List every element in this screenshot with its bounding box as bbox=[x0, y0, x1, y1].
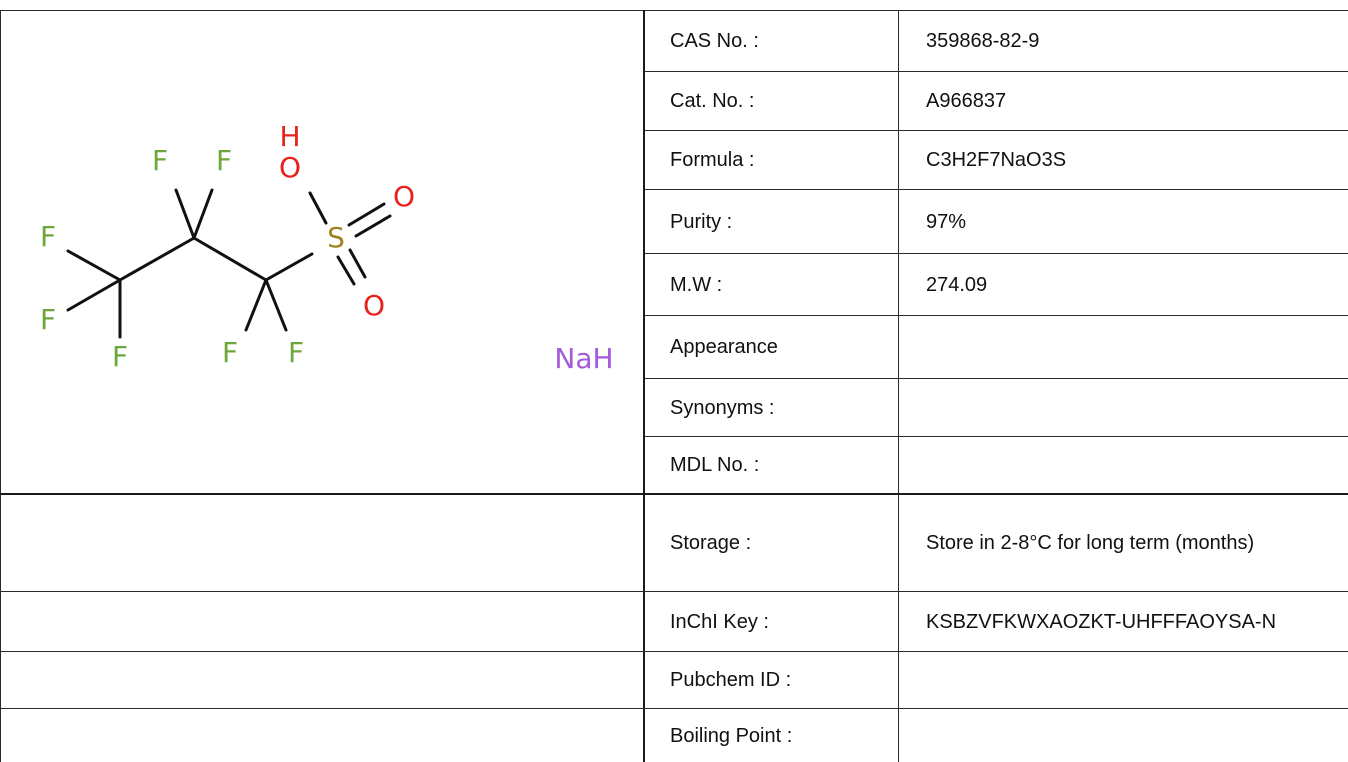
bond-s-o-double bbox=[336, 255, 356, 286]
table-left-border bbox=[0, 10, 1, 762]
formula-label: Formula : bbox=[670, 149, 755, 171]
row-divider bbox=[0, 708, 1348, 709]
mdl-number-label: MDL No. : bbox=[670, 454, 760, 476]
table-top-border bbox=[0, 10, 1348, 11]
image-column-divider bbox=[643, 10, 645, 762]
cas-number-label: CAS No. : bbox=[670, 30, 759, 52]
storage-label: Storage : bbox=[670, 532, 752, 554]
pubchem-id-value bbox=[926, 652, 1346, 708]
atom-h-label: H bbox=[279, 120, 300, 153]
storage-value: Store in 2-8°C for long term (months) bbox=[926, 532, 1255, 554]
chemical-structure-image: H O O O S F F F F F F F NaH bbox=[40, 120, 614, 375]
synonyms-label: Synonyms : bbox=[670, 396, 775, 419]
bond-s-o-double bbox=[348, 248, 367, 279]
atom-f-label: F bbox=[222, 336, 238, 369]
row-divider bbox=[0, 651, 1348, 652]
bond-c3-f bbox=[244, 278, 268, 332]
row-divider bbox=[644, 71, 1348, 72]
catalog-number-label: Cat. No. : bbox=[670, 90, 755, 112]
row-divider bbox=[644, 253, 1348, 254]
row-divider bbox=[644, 436, 1348, 437]
appearance-value bbox=[926, 316, 1346, 378]
bond-c1-c2 bbox=[118, 236, 196, 282]
boiling-point-label: Boiling Point : bbox=[670, 724, 793, 747]
appearance-label: Appearance bbox=[670, 336, 778, 358]
bond-c2-f bbox=[174, 188, 196, 240]
atom-f-label: F bbox=[216, 144, 232, 177]
mdl-number-value bbox=[926, 437, 1346, 493]
atom-f-label: F bbox=[152, 144, 168, 177]
bond-c3-s bbox=[264, 252, 314, 282]
bond-c1-f bbox=[66, 249, 122, 282]
bond-s-o-double bbox=[354, 214, 392, 238]
molecular-weight-value: 274.09 bbox=[926, 273, 988, 296]
catalog-number-value: A966837 bbox=[926, 90, 1007, 112]
atom-s-label: S bbox=[327, 221, 345, 254]
bond-c3-f bbox=[264, 278, 288, 332]
inchi-key-value: KSBZVFKWXAOZKT-UHFFFAOYSA-N bbox=[926, 610, 1277, 633]
synonyms-value bbox=[926, 379, 1346, 436]
atom-f-label: F bbox=[40, 303, 56, 336]
row-divider bbox=[644, 130, 1348, 131]
row-divider-structure-bottom bbox=[0, 493, 1348, 495]
structure-bonds bbox=[66, 188, 392, 339]
boiling-point-value bbox=[926, 709, 1346, 762]
bond-s-o-double bbox=[347, 202, 386, 227]
purity-value: 97% bbox=[926, 210, 967, 233]
inchi-key-label: InChI Key : bbox=[670, 610, 769, 633]
bond-s-oh bbox=[308, 191, 328, 225]
row-divider bbox=[644, 378, 1348, 379]
molecular-weight-label: M.W : bbox=[670, 273, 723, 296]
row-divider bbox=[644, 189, 1348, 190]
cas-number-value: 359868-82-9 bbox=[926, 30, 1040, 52]
atom-f-label: F bbox=[112, 340, 128, 373]
row-divider bbox=[644, 315, 1348, 316]
atom-f-label: F bbox=[40, 220, 56, 253]
row-divider bbox=[0, 591, 1348, 592]
atom-o-label: O bbox=[393, 180, 415, 213]
atom-f-label: F bbox=[288, 336, 304, 369]
bond-c2-f bbox=[192, 188, 214, 240]
pubchem-id-label: Pubchem ID : bbox=[670, 669, 792, 691]
bond-c2-c3 bbox=[192, 236, 268, 282]
atom-o-label: O bbox=[363, 289, 385, 322]
counterion-nah-label: NaH bbox=[554, 342, 613, 375]
purity-label: Purity : bbox=[670, 210, 733, 233]
atom-o-hydroxyl-label: O bbox=[279, 151, 301, 184]
label-column-divider bbox=[898, 10, 899, 762]
formula-value: C3H2F7NaO3S bbox=[926, 149, 1067, 171]
bond-c1-f bbox=[66, 278, 122, 312]
